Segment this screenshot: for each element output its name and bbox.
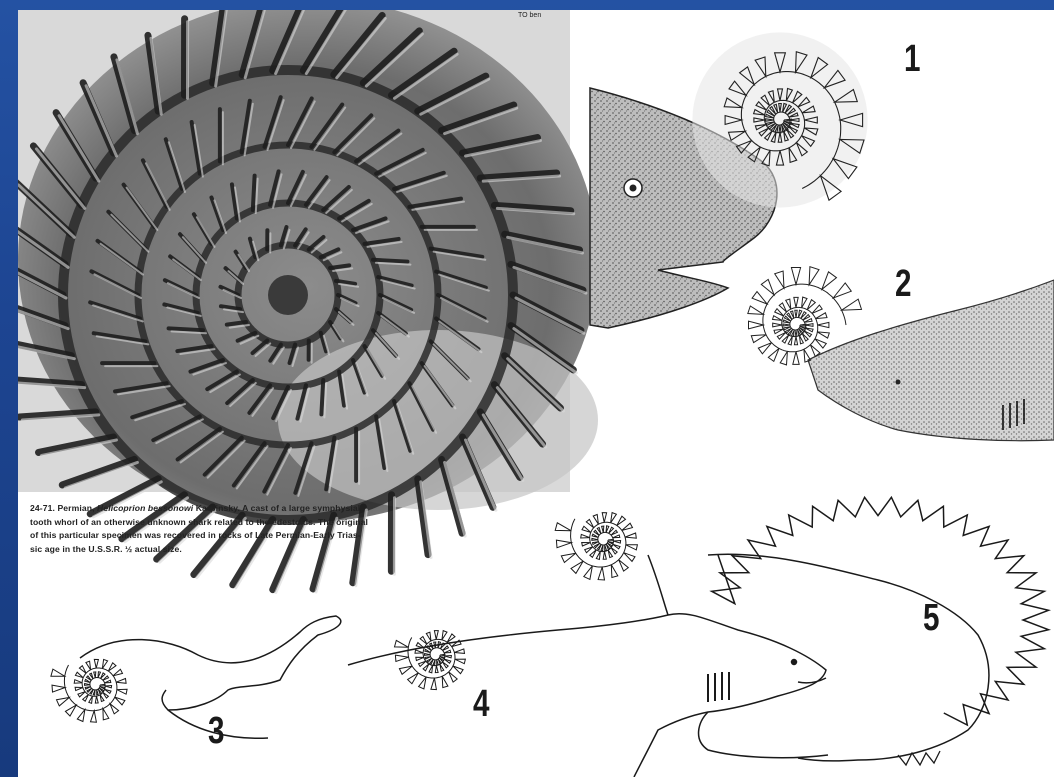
caption-line-1-lead: 24-71. Permian, [30,503,97,513]
drawing-5 [708,497,1049,765]
label-5: 5 [923,597,939,640]
caption-line-1: 24-71. Permian, Helicoprion bessonowi Ka… [30,502,540,516]
label-1: 1 [904,38,920,81]
label-4: 4 [473,683,489,726]
illustration-plate: 24-71. Permian, Helicoprion bessonowi Ka… [18,10,1054,777]
caption-line-2: tooth whorl of an otherwise unknown shar… [30,516,540,530]
caption-line-1-rest: Karpinsky. A cast of a large symphysial [193,503,360,513]
caption-species-name: Helicoprion bessonowi [97,503,193,513]
drawing-1 [590,32,868,328]
drawing-3 [51,616,341,738]
figure-caption: 24-71. Permian, Helicoprion bessonowi Ka… [30,502,540,556]
label-2: 2 [895,263,911,306]
label-3: 3 [208,710,224,753]
photo-corner-mark: TO ben [518,12,541,19]
caption-line-3: of this particular specimen was recovere… [30,529,540,543]
plate-artwork [18,10,1054,777]
caption-line-4: sic age in the U.S.S.R. ½ actual size. [30,543,540,557]
